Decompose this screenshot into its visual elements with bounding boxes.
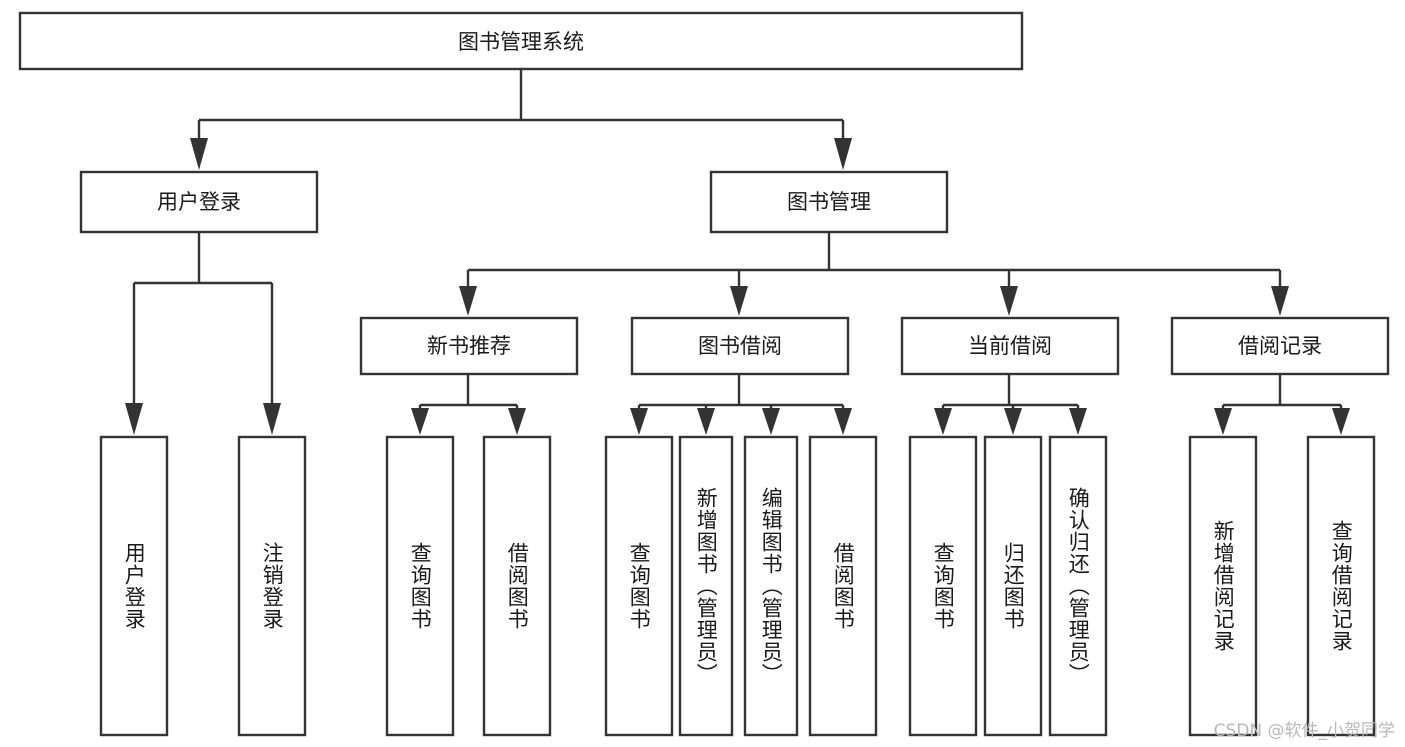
node-leaf-borrow-book-1-box[interactable] — [482, 435, 552, 737]
node-current-borrow-box[interactable] — [900, 316, 1120, 376]
node-leaf-user-login-box[interactable] — [99, 435, 169, 737]
nodes-group: 图书管理系统 用户登录 图书管理 新书推荐 图书借阅 当前借阅 借阅记录 — [18, 11, 1390, 737]
arrow-head-current-borrow — [1000, 286, 1018, 316]
node-book-manage-label: 图书管理 — [787, 190, 871, 214]
node-new-book-recommend-box[interactable] — [359, 316, 579, 376]
arrow-head-leaf-query-book-1 — [411, 408, 429, 435]
node-book-borrow-box[interactable] — [630, 316, 850, 376]
node-current-borrow-label: 当前借阅 — [968, 334, 1052, 358]
node-leaf-return-book-box[interactable] — [983, 435, 1043, 737]
node-leaf-logout-box[interactable] — [237, 435, 307, 737]
node-user-login-box[interactable] — [79, 170, 319, 234]
node-borrow-record-label: 借阅记录 — [1238, 334, 1322, 358]
node-root-box[interactable] — [18, 11, 1024, 71]
arrow-head-leaf-borrow-book-2 — [834, 408, 852, 435]
node-leaf-add-record-box[interactable] — [1188, 435, 1258, 737]
arrow-head-borrow-record — [1271, 286, 1289, 316]
arrow-head-leaf-query-book-3 — [934, 408, 952, 435]
node-leaf-borrow-book-2-box[interactable] — [808, 435, 878, 737]
csdn-watermark: CSDN @软件_小贺同学 — [1213, 721, 1395, 741]
node-leaf-query-book-2-box[interactable] — [604, 435, 674, 737]
node-book-manage-box[interactable] — [709, 170, 949, 234]
arrow-head-leaf-add-book — [697, 408, 715, 435]
arrow-head-leaf-return-book — [1004, 408, 1022, 435]
arrow-head-leaf-query-book-2 — [630, 408, 648, 435]
node-new-book-recommend-label: 新书推荐 — [427, 334, 511, 358]
node-leaf-edit-book-box[interactable] — [743, 435, 799, 737]
arrow-head-leaf-borrow-book-1 — [508, 408, 526, 435]
arrow-head-user-login — [190, 138, 208, 170]
arrow-head-book-borrow — [730, 286, 748, 316]
node-root-label: 图书管理系统 — [458, 30, 584, 54]
node-leaf-confirm-return-box[interactable] — [1048, 435, 1108, 737]
node-user-login-label: 用户登录 — [157, 190, 241, 214]
arrow-head-leaf-confirm-return — [1069, 408, 1087, 435]
arrow-head-leaf-add-record — [1214, 408, 1232, 435]
arrow-head-leaf-query-record — [1332, 408, 1350, 435]
node-leaf-add-book-box[interactable] — [678, 435, 734, 737]
arrow-head-leaf-user-login — [125, 403, 143, 435]
arrow-head-leaf-logout — [263, 403, 281, 435]
connectors-group — [125, 69, 1350, 435]
node-leaf-query-record-box[interactable] — [1306, 435, 1376, 737]
node-leaf-query-book-3-box[interactable] — [908, 435, 978, 737]
node-leaf-query-book-1-box[interactable] — [385, 435, 455, 737]
node-book-borrow-label: 图书借阅 — [698, 334, 782, 358]
node-borrow-record-box[interactable] — [1170, 316, 1390, 376]
arrow-head-new-book-recommend — [459, 286, 477, 316]
arrow-head-leaf-edit-book — [762, 408, 780, 435]
arrow-head-book-manage — [834, 138, 852, 170]
